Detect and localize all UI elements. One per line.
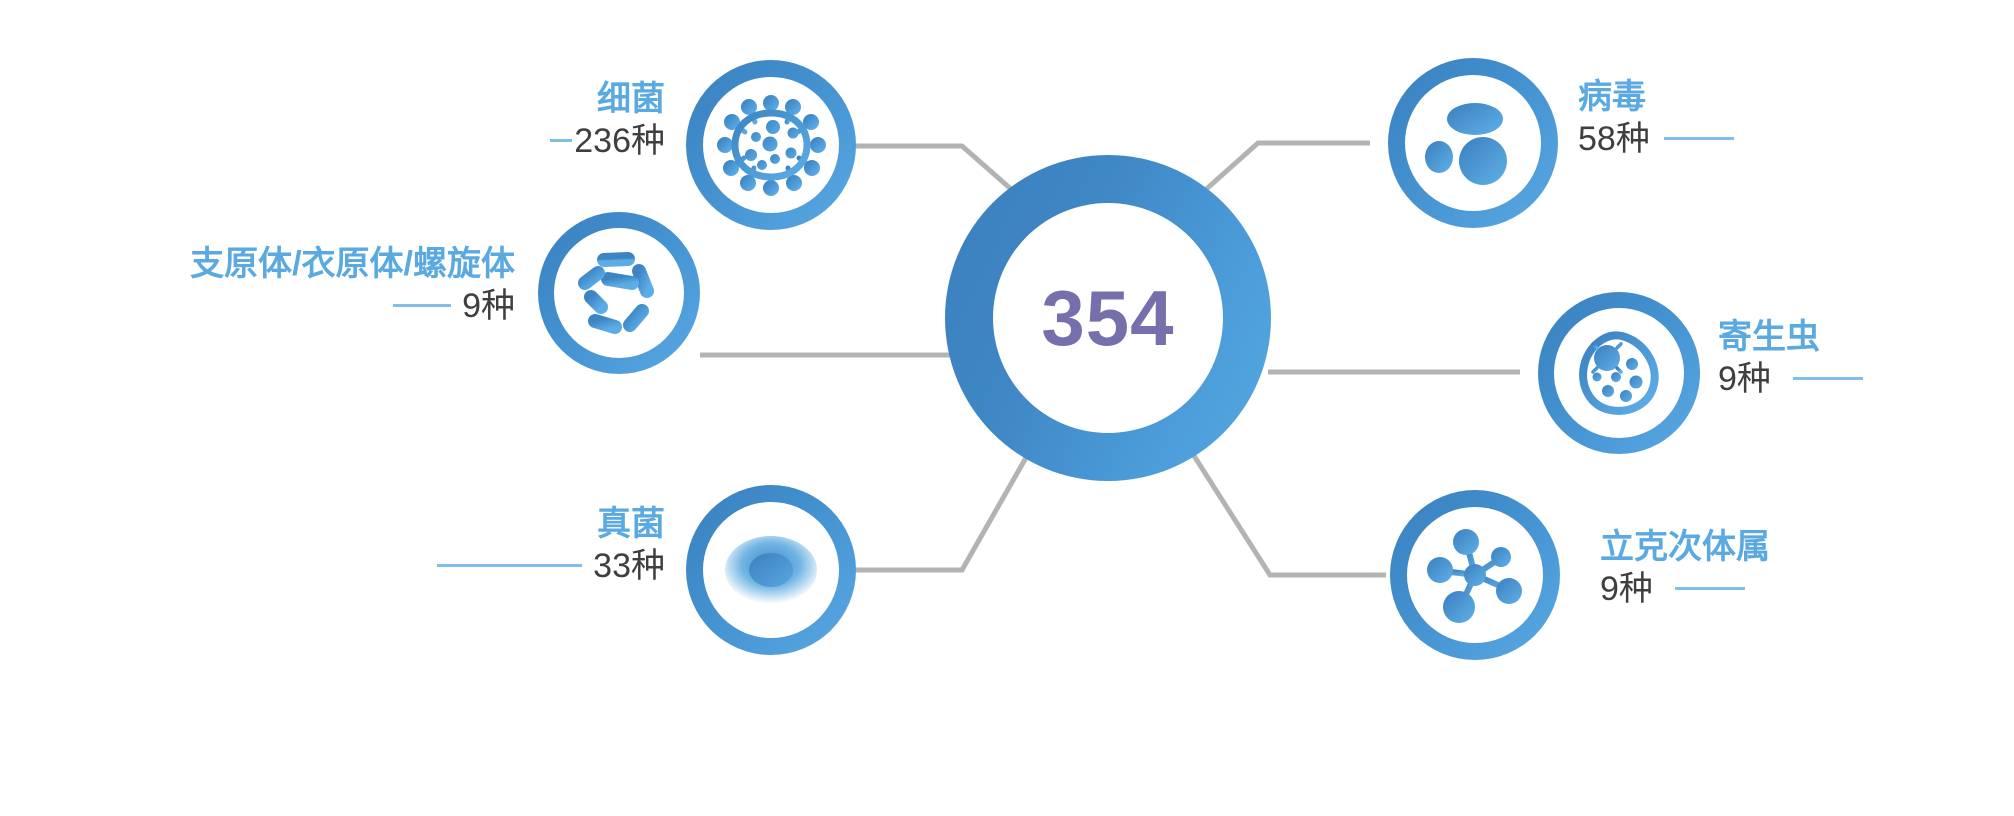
- fungus-spore-icon: [725, 536, 817, 604]
- leader-dash: [1663, 136, 1734, 140]
- node-rickettsia[interactable]: [1390, 490, 1560, 660]
- label-virus-title: 病毒: [1578, 78, 1646, 116]
- leader-dash: [392, 303, 451, 307]
- label-bacteria: 细菌 236种: [260, 80, 665, 160]
- leader-dash: [1674, 586, 1745, 590]
- node-virus[interactable]: [1388, 58, 1558, 228]
- center-hub-inner: 354: [993, 203, 1223, 433]
- label-bacteria-title: 细菌: [597, 80, 665, 118]
- label-mycoplasma: 支原体/衣原体/螺旋体 9种: [60, 245, 515, 325]
- label-fungi-count: 33种: [240, 547, 665, 585]
- label-parasite-title: 寄生虫: [1718, 318, 1820, 356]
- leader-dash: [1792, 376, 1863, 380]
- virus-particles-icon: [1425, 103, 1507, 185]
- parasite-cell-icon: [1579, 331, 1659, 415]
- leader-dash: [550, 138, 573, 142]
- label-mycoplasma-count: 9种: [60, 287, 515, 325]
- label-bacteria-count: 236种: [260, 122, 665, 160]
- label-parasite-count: 9种: [1718, 360, 1863, 398]
- label-parasite: 寄生虫 9种: [1718, 318, 1863, 398]
- node-fungi[interactable]: [686, 485, 856, 655]
- total-count: 354: [1041, 274, 1175, 362]
- label-fungi: 真菌 33种: [240, 505, 665, 585]
- label-virus-count: 58种: [1578, 120, 1734, 158]
- center-hub: 354: [945, 155, 1271, 481]
- node-mycoplasma[interactable]: [538, 212, 700, 374]
- rickettsia-molecule-icon: [1427, 529, 1522, 623]
- node-bacteria[interactable]: [686, 60, 856, 230]
- bacteria-icon: [717, 95, 826, 196]
- label-mycoplasma-title: 支原体/衣原体/螺旋体: [190, 245, 515, 283]
- label-rickettsia-count: 9种: [1600, 570, 1770, 608]
- node-parasite[interactable]: [1538, 292, 1700, 454]
- leader-dash: [436, 563, 582, 567]
- label-fungi-title: 真菌: [597, 505, 665, 543]
- label-rickettsia: 立克次体属 9种: [1600, 528, 1770, 608]
- label-rickettsia-title: 立克次体属: [1600, 528, 1770, 566]
- label-virus: 病毒 58种: [1578, 78, 1734, 158]
- bacilli-cluster-icon: [578, 252, 654, 334]
